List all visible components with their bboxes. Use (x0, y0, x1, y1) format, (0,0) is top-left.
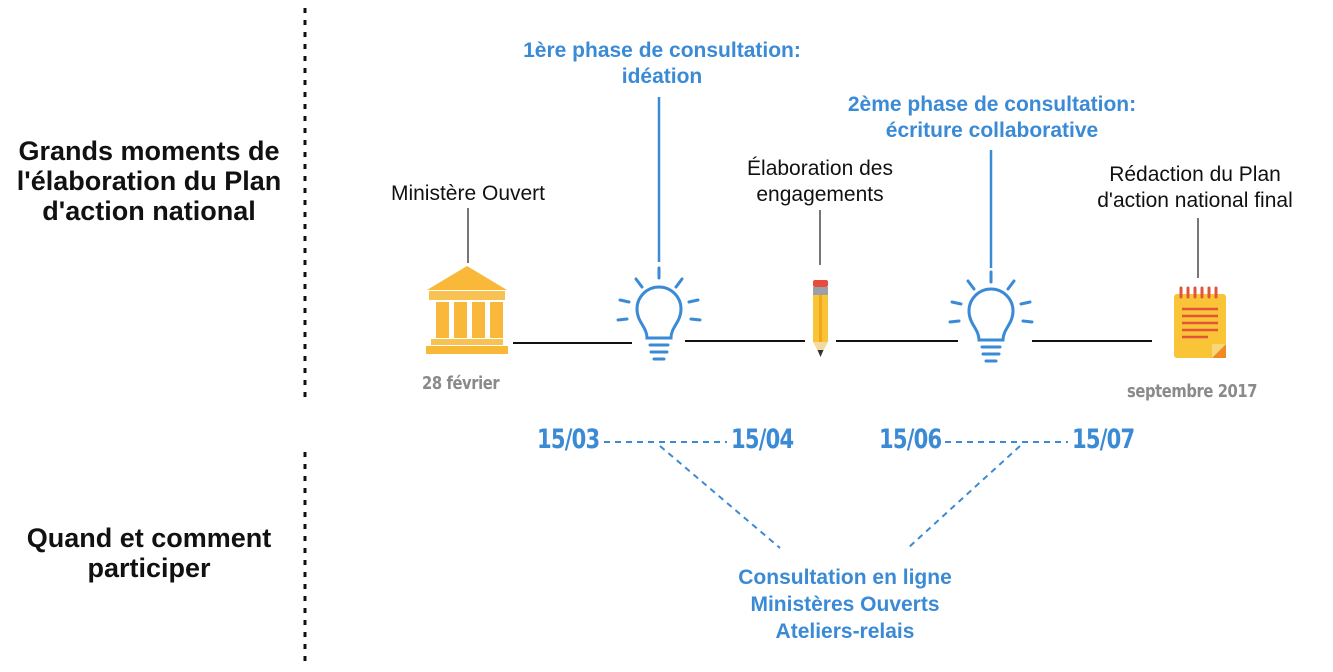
phase-1-title-line2: idéation (621, 65, 703, 88)
phase-1-title: 1ère phase de consultation: idéation (462, 38, 862, 90)
milestone-ministere-ouvert-label: Ministère Ouvert (390, 182, 546, 205)
notepad-icon (1174, 286, 1226, 358)
milestone-engagements-line2: engagements (756, 183, 884, 206)
participation-online: Consultation en ligne (738, 566, 952, 589)
phase-2-title: 2ème phase de consultation: écriture col… (786, 92, 1198, 144)
date-septembre-2017: septembre 2017 (1127, 381, 1258, 402)
date-28-fevrier: 28 février (422, 373, 500, 394)
period-1-to-participation (659, 445, 781, 549)
phase-2-title-line2: écriture collaborative (885, 119, 1099, 142)
participation-ateliers: Ateliers-relais (775, 620, 915, 643)
phase-2-title-line1: 2ème phase de consultation: (847, 93, 1137, 116)
milestone-redaction-label: Rédaction du Plan d'action national fina… (1060, 162, 1330, 214)
participation-ministeres: Ministères Ouverts (750, 593, 940, 616)
milestone-redaction-line1: Rédaction du Plan (1109, 163, 1281, 186)
lightbulb-icon (616, 266, 702, 361)
period-1-start-date: 15/03 (537, 424, 600, 455)
building-icon (426, 266, 508, 354)
period-2-end-date: 15/07 (1072, 424, 1135, 455)
period-2-start-date: 15/06 (879, 424, 942, 455)
milestone-engagements-line1: Élaboration des (747, 157, 893, 180)
phase-1-title-line1: 1ère phase de consultation: (523, 39, 801, 62)
section-title-participation: Quand et comment participer (26, 523, 272, 583)
participation-methods: Consultation en ligne Ministères Ouverts… (695, 564, 995, 645)
period-2-to-participation (907, 445, 1021, 549)
section-title-moments: Grands moments de l'élaboration du Plan … (16, 136, 282, 226)
pencil-icon (813, 280, 828, 357)
milestone-engagements-label: Élaboration des engagements (700, 156, 940, 208)
period-connectors (604, 441, 1068, 549)
period-1-end-date: 15/04 (731, 424, 794, 455)
milestone-redaction-line2: d'action national final (1097, 189, 1293, 212)
lightbulb-icon (948, 270, 1034, 363)
